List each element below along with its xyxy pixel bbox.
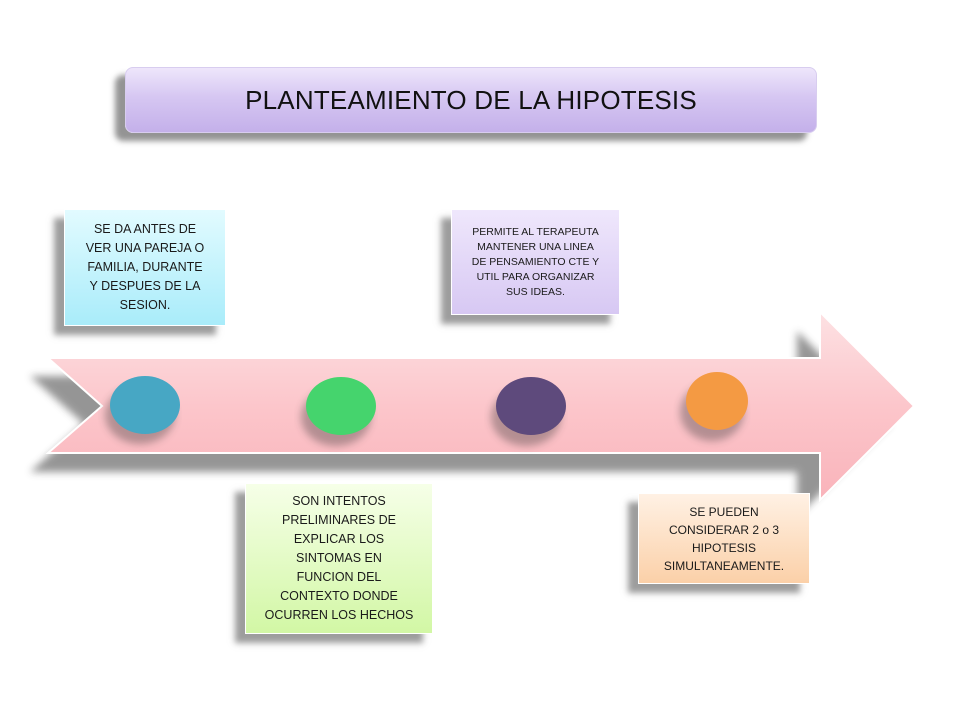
note-before-during-after: SE DA ANTES DE VER UNA PAREJA O FAMILIA,… <box>64 209 226 326</box>
note-preliminary-attempts: SON INTENTOS PRELIMINARES DE EXPLICAR LO… <box>245 483 433 634</box>
title-banner: PLANTEAMIENTO DE LA HIPOTESIS <box>125 67 817 133</box>
note-multiple-hypotheses: SE PUEDEN CONSIDERAR 2 o 3 HIPOTESIS SIM… <box>638 493 810 584</box>
note-text: SE PUEDEN CONSIDERAR 2 o 3 HIPOTESIS SIM… <box>663 504 785 573</box>
note-text: SON INTENTOS PRELIMINARES DE EXPLICAR LO… <box>264 494 414 622</box>
note-text: SE DA ANTES DE VER UNA PAREJA O FAMILIA,… <box>85 222 205 312</box>
timeline-marker-purple <box>496 377 566 435</box>
timeline-marker-orange <box>686 372 748 430</box>
diagram-title: PLANTEAMIENTO DE LA HIPOTESIS <box>245 84 697 115</box>
timeline-marker-green <box>306 377 376 435</box>
arrow-body <box>45 309 916 503</box>
note-text: PERMITE AL TERAPEUTA MANTENER UNA LINEA … <box>471 225 600 298</box>
timeline-marker-blue <box>110 376 180 434</box>
note-therapist-line: PERMITE AL TERAPEUTA MANTENER UNA LINEA … <box>451 209 620 315</box>
